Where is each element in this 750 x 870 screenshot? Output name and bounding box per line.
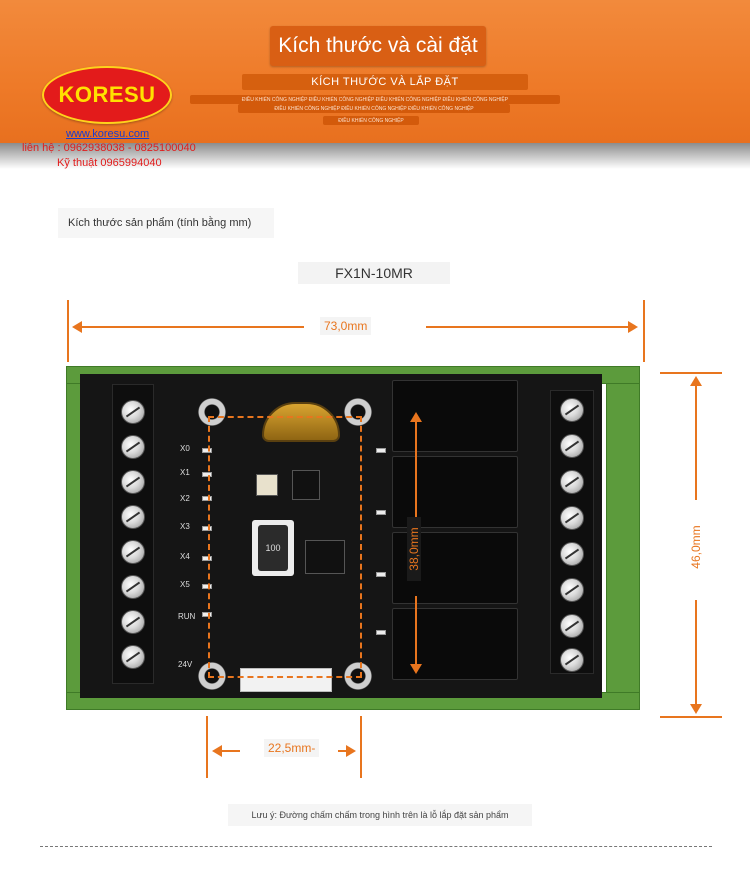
screw-icon	[121, 470, 145, 494]
din-rail-right	[606, 366, 640, 708]
subtitle-tagline-2: ĐIỀU KHIỂN CÔNG NGHIỆP ĐIỀU KHIỂN CÔNG N…	[238, 104, 510, 113]
relay	[392, 456, 518, 528]
height-extension-top	[660, 372, 722, 374]
screw-icon	[121, 645, 145, 669]
silk-label: X3	[180, 522, 190, 531]
section-subtitle: KÍCH THƯỚC VÀ LẮP ĐẶT	[242, 74, 528, 90]
screw-icon	[560, 542, 584, 566]
subtitle-tagline-3: ĐIỀU KHIỂN CÔNG NGHIỆP	[323, 116, 419, 125]
height-arrow-up-icon	[690, 376, 702, 386]
hole-height-line-top	[415, 418, 417, 518]
hole-width-line-right	[338, 750, 348, 752]
silk-label: RUN	[178, 612, 196, 621]
screw-icon	[560, 506, 584, 530]
voltage-regulator-chip	[292, 470, 320, 500]
height-arrow-down-icon	[690, 704, 702, 714]
mounting-hole	[343, 397, 373, 427]
status-led	[202, 448, 212, 453]
logo-text: KORESU	[58, 82, 156, 107]
capacitor	[256, 474, 278, 496]
status-led	[202, 556, 212, 561]
dimension-caption: Kích thước sản phẩm (tính bằng mm)	[58, 208, 274, 238]
hole-height-arrow-up-icon	[410, 412, 422, 422]
installation-note: Lưu ý: Đường chấm chấm trong hình trên l…	[228, 804, 532, 826]
silk-label: X1	[180, 468, 190, 477]
hole-width-extension-right	[360, 716, 362, 778]
height-line-bottom	[695, 600, 697, 704]
mcu-chip	[305, 540, 345, 574]
silk-label: 24V	[178, 660, 193, 669]
header-shadow	[0, 143, 750, 169]
model-name: FX1N-10MR	[298, 262, 450, 284]
width-extension-left	[67, 300, 69, 362]
inductor-label: 100	[258, 525, 288, 571]
status-led	[376, 630, 386, 635]
subtitle-tagline-1: ĐIỀU KHIỂN CÔNG NGHIỆP ĐIỀU KHIỂN CÔNG N…	[190, 95, 560, 104]
hole-height-arrow-down-icon	[410, 664, 422, 674]
screw-icon	[121, 610, 145, 634]
page-title: Kích thước và cài đặt	[270, 26, 486, 66]
screw-icon	[121, 400, 145, 424]
hole-width-arrow-left-icon	[212, 745, 222, 757]
screw-icon	[121, 575, 145, 599]
width-arrow-left-icon	[72, 321, 82, 333]
hole-width-arrow-right-icon	[346, 745, 356, 757]
status-led	[202, 612, 212, 617]
width-line-right	[426, 326, 628, 328]
silk-label: X2	[180, 494, 190, 503]
tech-phone: Kỹ thuật 0965994040	[57, 157, 162, 169]
screw-icon	[560, 434, 584, 458]
hole-width-extension-left	[206, 716, 208, 778]
hole-width-line-left	[222, 750, 240, 752]
silk-label: X5	[180, 580, 190, 589]
status-led	[202, 472, 212, 477]
width-extension-right	[643, 300, 645, 362]
height-line-top	[695, 385, 697, 500]
silk-label: X4	[180, 552, 190, 561]
screw-icon	[560, 398, 584, 422]
hole-height-line-bottom	[415, 596, 417, 672]
screw-icon	[121, 540, 145, 564]
programming-connector	[240, 668, 332, 692]
status-led	[376, 448, 386, 453]
input-terminal-block	[112, 384, 154, 684]
status-led	[202, 526, 212, 531]
screw-icon	[560, 470, 584, 494]
contact-phone: liên hệ : 0962938038 - 0825100040	[22, 142, 196, 154]
height-label: 46,0mm	[689, 525, 703, 569]
mounting-hole	[197, 397, 227, 427]
status-led	[376, 572, 386, 577]
screw-icon	[560, 578, 584, 602]
screw-icon	[560, 614, 584, 638]
screw-icon	[560, 648, 584, 672]
width-line-left	[80, 326, 304, 328]
screw-icon	[121, 435, 145, 459]
hole-height-label: 38,0mm	[407, 517, 421, 581]
hole-width-label: 22,5mm-	[264, 739, 320, 757]
width-arrow-right-icon	[628, 321, 638, 333]
status-led	[202, 584, 212, 589]
status-led	[202, 496, 212, 501]
height-extension-bottom	[660, 716, 722, 718]
width-label: 73,0mm	[320, 317, 372, 335]
koresu-logo: KORESU	[42, 66, 172, 124]
silk-label: X0	[180, 444, 190, 453]
status-led	[376, 510, 386, 515]
power-inductor: 100	[252, 520, 294, 576]
footer-divider	[40, 846, 712, 847]
website-link[interactable]: www.koresu.com	[66, 128, 150, 140]
mounting-hole-outline	[208, 416, 362, 678]
screw-icon	[121, 505, 145, 529]
